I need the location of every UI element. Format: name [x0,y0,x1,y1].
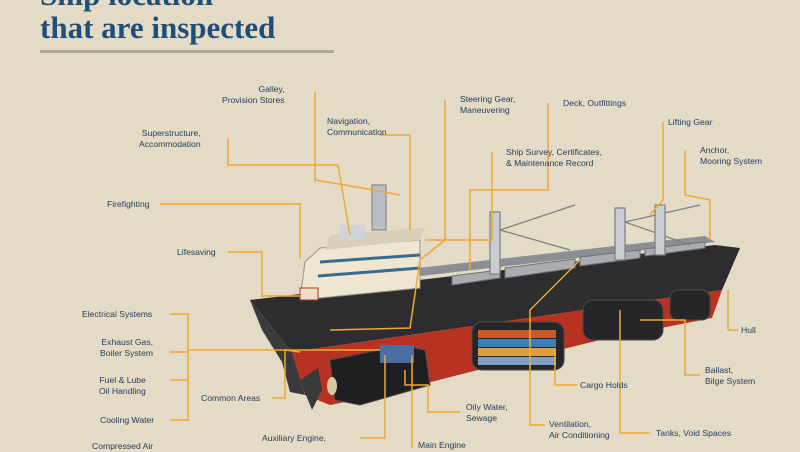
label-aux-engine: Auxiliary Engine, [262,433,326,444]
label-main-engine: Main Engine [418,440,466,451]
leader-hull [728,290,738,330]
leader-fuel [170,350,188,380]
label-steering: Steering Gear,Maneuvering [460,94,515,115]
label-cooling: Cooling Water [100,415,154,426]
label-deck: Deck, Outfittings [563,98,626,109]
superstructure [300,185,425,300]
propeller-hub [327,377,337,395]
cargo-hold-cutaway-3 [670,290,710,320]
label-lifting: Lifting Gear [668,117,712,128]
label-exhaust: Exhaust Gas,Boiler System [100,337,153,358]
label-anchor: Anchor,Mooring System [700,145,762,166]
label-electrical: Electrical Systems [82,309,152,320]
label-firefighting: Firefighting [107,199,150,210]
label-common-areas: Common Areas [201,393,260,404]
label-cargo: Cargo Holds [580,380,628,391]
leader-superstructure [228,138,350,235]
label-survey: Ship Survey, Certificates,& Maintenance … [506,147,602,168]
leader-survey [425,152,492,240]
label-ballast: Ballast,Bilge System [705,365,755,386]
leader-cooling [170,380,188,420]
leader-lifesaving [228,252,300,296]
leader-galley [315,92,400,195]
label-lifesaving: Lifesaving [177,247,216,258]
label-tanks: Tanks, Void Spaces [656,428,731,439]
label-ventilation: Ventilation,Air Conditioning [549,419,610,440]
label-hull: Hull [741,325,756,336]
label-navigation: Navigation,Communication [327,116,387,137]
label-oily-water: Oily Water,Sewage [466,402,508,423]
leader-deck [470,103,548,270]
label-superstructure: Superstructure,Accommodation [139,128,201,149]
leader-lifting [650,122,663,215]
label-galley: Galley,Provision Stores [222,84,285,105]
